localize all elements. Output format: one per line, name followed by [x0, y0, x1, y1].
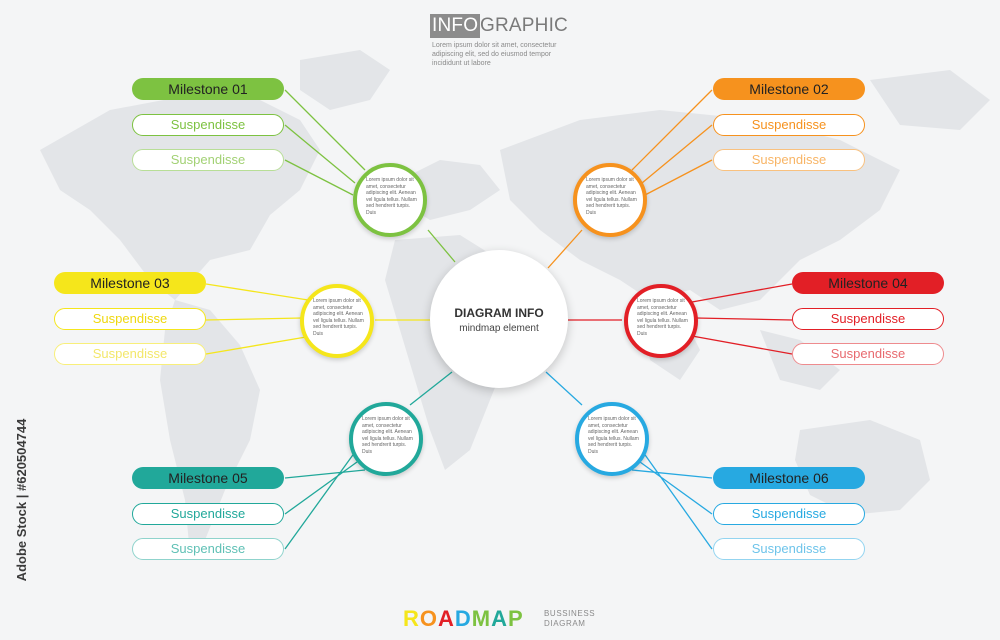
diagram-label: DIAGRAM	[544, 619, 586, 628]
roadmap-letter: A	[438, 606, 455, 631]
roadmap-letter: A	[491, 606, 509, 631]
roadmap-letter: O	[419, 606, 439, 631]
center-node: DIAGRAM INFO mindmap element	[430, 250, 568, 388]
roadmap-letter: R	[403, 606, 420, 631]
business-label: BUSSINESS	[544, 609, 596, 618]
roadmap-letter: D	[454, 606, 472, 631]
milestone-03-node-text: Lorem ipsum dolor sit amet, consectetur …	[313, 298, 364, 337]
roadmap-letter: P	[508, 606, 524, 631]
milestone-02-header: Milestone 02	[713, 78, 865, 100]
center-title: DIAGRAM INFO	[454, 306, 544, 320]
infographic-subtitle: Lorem ipsum dolor sit amet, consectetur …	[432, 42, 557, 67]
milestone-06-node-text: Lorem ipsum dolor sit amet, consectetur …	[588, 416, 639, 455]
milestone-02-item-2: Suspendisse	[713, 149, 865, 171]
milestone-06-node: Lorem ipsum dolor sit amet, consectetur …	[575, 402, 649, 476]
milestone-05-item-2: Suspendisse	[132, 538, 284, 560]
center-subtitle: mindmap element	[459, 323, 539, 334]
milestone-03-header: Milestone 03	[54, 272, 206, 294]
roadmap-letter: M	[471, 606, 492, 631]
milestone-01-node-text: Lorem ipsum dolor sit amet, consectetur …	[366, 177, 417, 216]
milestone-05-node: Lorem ipsum dolor sit amet, consectetur …	[349, 402, 423, 476]
milestone-05-node-text: Lorem ipsum dolor sit amet, consectetur …	[362, 416, 413, 455]
roadmap-wordmark: ROADMAP	[403, 607, 524, 631]
milestone-02-node: Lorem ipsum dolor sit amet, consectetur …	[573, 163, 647, 237]
title-rest: GRAPHIC	[480, 15, 568, 36]
milestone-04-header: Milestone 04	[792, 272, 944, 294]
milestone-06-item-1: Suspendisse	[713, 503, 865, 525]
milestone-03-item-1: Suspendisse	[54, 308, 206, 330]
milestone-04-item-1: Suspendisse	[792, 308, 944, 330]
milestone-04-node: Lorem ipsum dolor sit amet, consectetur …	[624, 284, 698, 358]
milestone-01-item-1: Suspendisse	[132, 114, 284, 136]
milestone-05-item-1: Suspendisse	[132, 503, 284, 525]
milestone-06-header: Milestone 06	[713, 467, 865, 489]
milestone-01-node: Lorem ipsum dolor sit amet, consectetur …	[353, 163, 427, 237]
milestone-02-node-text: Lorem ipsum dolor sit amet, consectetur …	[586, 177, 637, 216]
milestone-06-item-2: Suspendisse	[713, 538, 865, 560]
stock-id-label: Adobe Stock | #620504744	[14, 418, 29, 582]
milestone-05-header: Milestone 05	[132, 467, 284, 489]
title-highlight: INFO	[430, 14, 481, 38]
milestone-04-node-text: Lorem ipsum dolor sit amet, consectetur …	[637, 298, 688, 337]
milestone-03-item-2: Suspendisse	[54, 343, 206, 365]
milestone-04-item-2: Suspendisse	[792, 343, 944, 365]
milestone-01-item-2: Suspendisse	[132, 149, 284, 171]
milestone-01-header: Milestone 01	[132, 78, 284, 100]
milestone-02-item-1: Suspendisse	[713, 114, 865, 136]
milestone-03-node: Lorem ipsum dolor sit amet, consectetur …	[300, 284, 374, 358]
business-diagram-label: BUSSINESS DIAGRAM	[544, 609, 595, 629]
